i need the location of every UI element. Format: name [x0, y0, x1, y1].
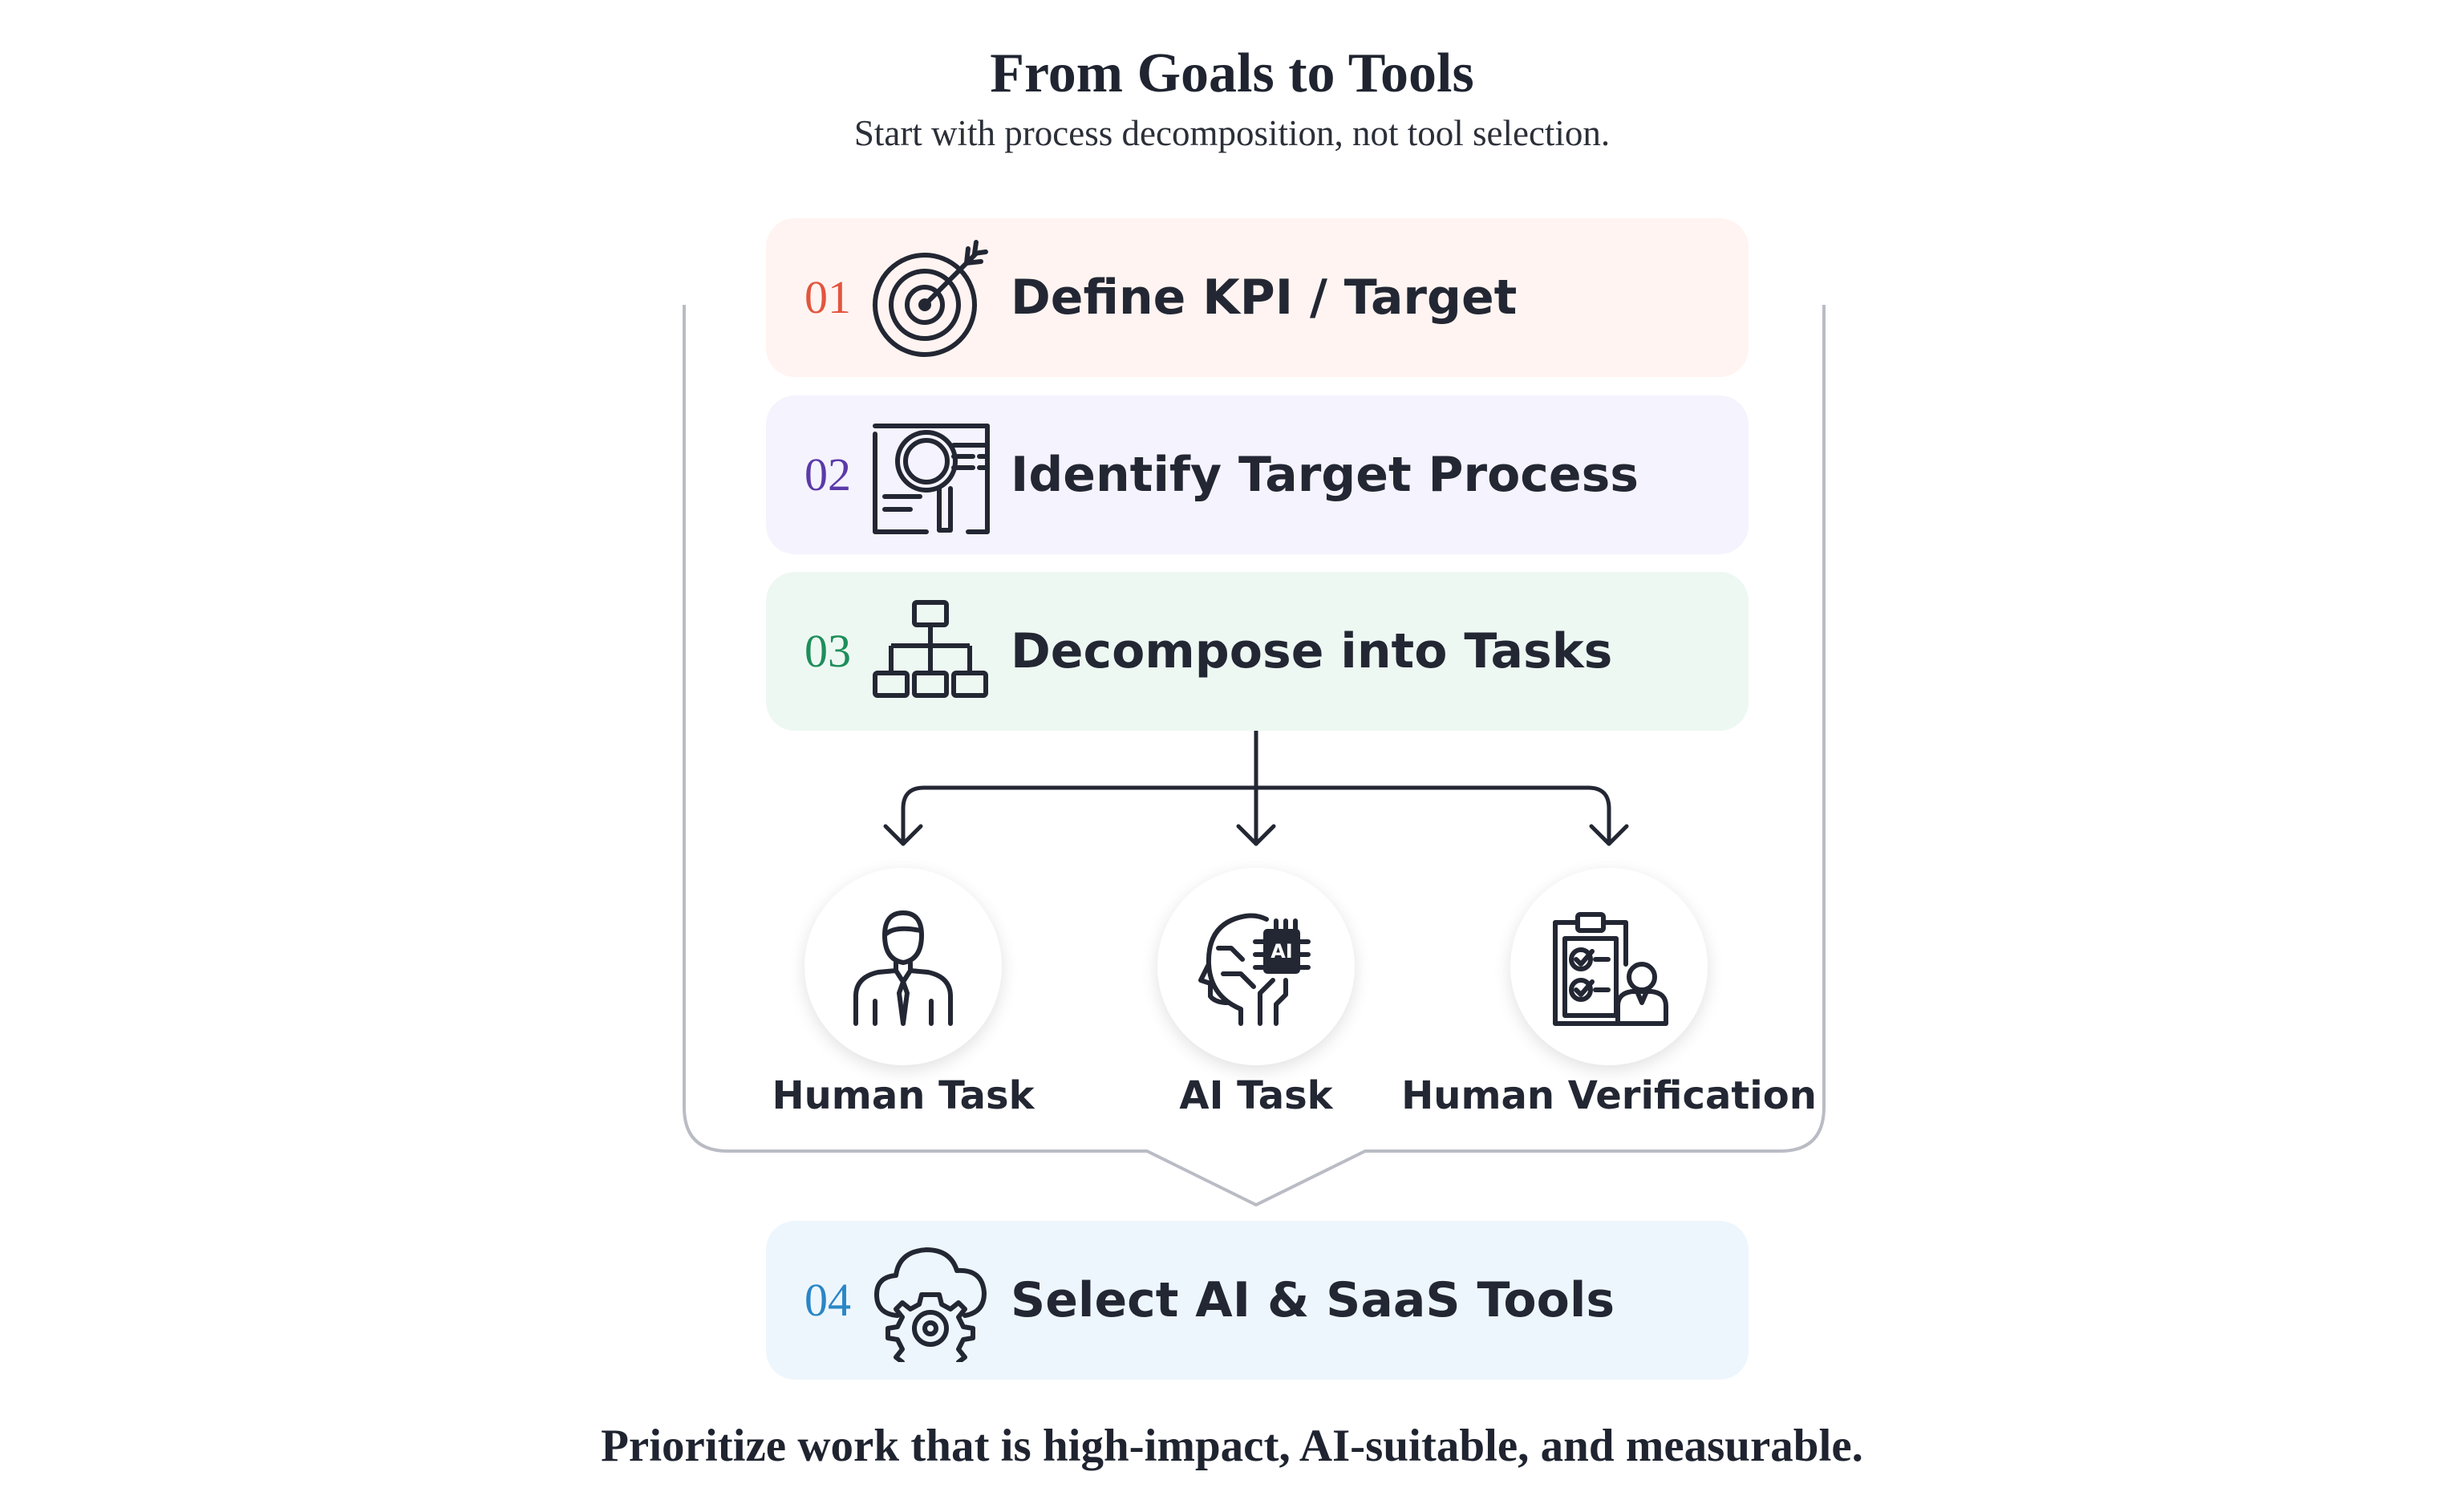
step-select-tools: 04 Select AI & SaaS Tools	[766, 1221, 1749, 1380]
human-task-node	[804, 868, 1002, 1065]
ai-task-node: AI	[1157, 868, 1355, 1065]
grouping-bracket	[683, 305, 1826, 1207]
step-number: 02	[804, 448, 851, 501]
task-label-verification: Human Verification	[1401, 1073, 1817, 1118]
hierarchy-icon	[873, 600, 988, 698]
arrowhead-center	[1236, 824, 1276, 846]
step-label: Decompose into Tasks	[1011, 623, 1613, 679]
task-label-ai: AI Task	[1179, 1073, 1333, 1118]
arrowhead-right	[1589, 824, 1629, 846]
branch-arrows	[883, 728, 1629, 846]
human-verification-node	[1510, 868, 1708, 1065]
task-label-human: Human Task	[772, 1073, 1035, 1118]
person-icon	[853, 910, 953, 1026]
branch-line	[901, 785, 1611, 846]
checklist-person-icon	[1553, 912, 1668, 1026]
step-define-kpi: 01 Define KPI / Target	[766, 218, 1749, 377]
step-label: Select AI & SaaS Tools	[1011, 1272, 1615, 1328]
step-identify-process: 02 Identify Target Process	[766, 395, 1749, 554]
step-label: Define KPI / Target	[1011, 270, 1518, 326]
page-title: From Goals to Tools	[990, 43, 1474, 104]
arrowhead-left	[883, 824, 923, 846]
cloud-gear-icon	[874, 1247, 987, 1362]
process-search-icon	[873, 424, 990, 534]
svg-text:AI: AI	[1270, 940, 1293, 963]
step-number: 03	[804, 625, 851, 677]
footer-note: Prioritize work that is high-impact, AI-…	[601, 1421, 1863, 1471]
step-number: 04	[804, 1274, 851, 1326]
step-label: Identify Target Process	[1011, 447, 1639, 503]
step-decompose: 03 Decompose into Tasks	[766, 572, 1749, 731]
target-icon	[873, 240, 988, 357]
ai-head-icon: AI	[1198, 913, 1311, 1026]
step-number: 01	[804, 271, 851, 323]
page-subtitle: Start with process decomposition, not to…	[853, 113, 1611, 153]
